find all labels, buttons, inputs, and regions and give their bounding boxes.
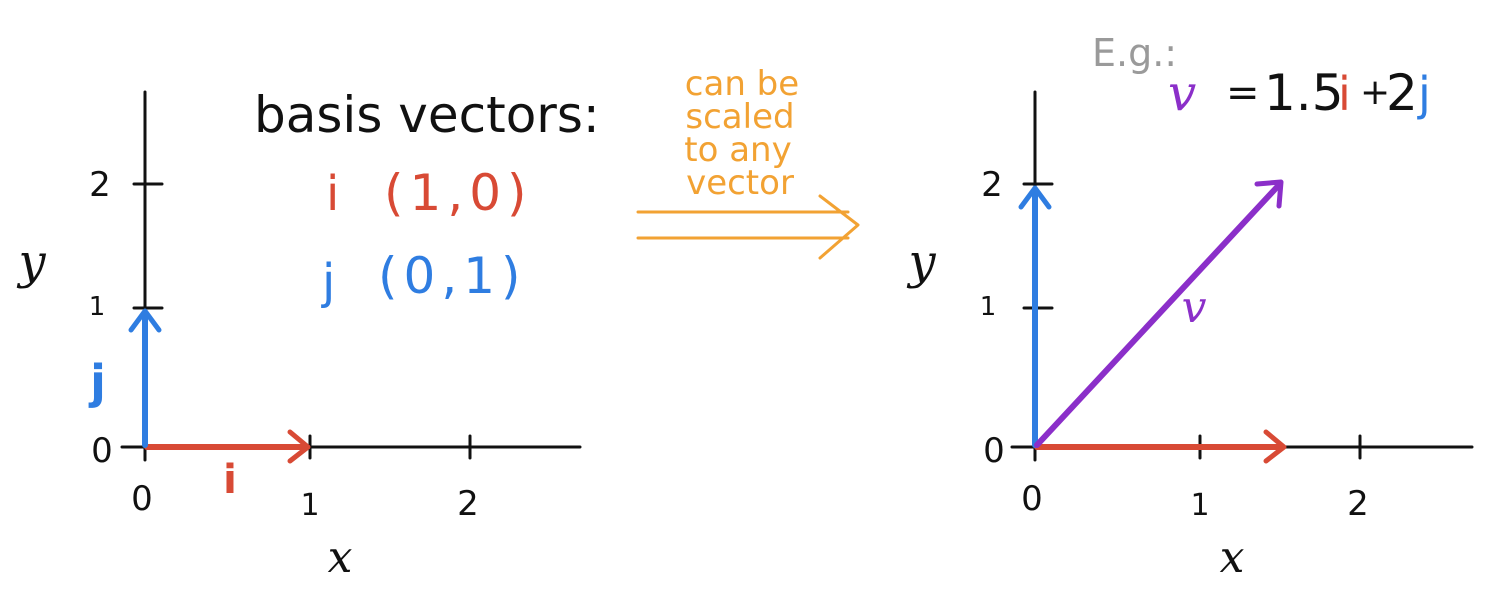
- left-y-tick-label-0: 0: [91, 431, 113, 471]
- example-coef-i: 1.5: [1264, 64, 1344, 122]
- left-i-label: i: [223, 457, 237, 503]
- transition-line-3: to any: [684, 130, 791, 170]
- right-y-tick-label-1: 1: [980, 292, 997, 322]
- left-x-axis-label: x: [328, 532, 353, 583]
- right-scaled-j-vector: [1018, 185, 1052, 448]
- right-x-tick-label-0: 0: [1021, 479, 1043, 519]
- basis-i-coords: (1,0): [384, 164, 533, 222]
- right-plot: 0 1 2 0 1 2 x y v: [906, 90, 1474, 583]
- right-v-vector: [1034, 179, 1284, 448]
- transition-line-2: scaled: [685, 97, 794, 137]
- example-j-symbol: j: [1417, 67, 1431, 121]
- left-x-tick-label-1: 1: [300, 488, 319, 523]
- example-v-symbol: v: [1168, 64, 1196, 122]
- transition-note: can be scaled to any vector: [636, 64, 860, 260]
- example-plus: +: [1360, 72, 1390, 113]
- basis-j-coords: (0,1): [378, 247, 527, 305]
- right-scaled-i-vector: [1034, 429, 1287, 464]
- example-equation: E.g.: v = 1.5 i + 2 j: [1092, 31, 1431, 122]
- left-j-vector: [128, 308, 162, 448]
- example-i-symbol: i: [1338, 67, 1351, 121]
- right-v-label: v: [1182, 282, 1207, 333]
- left-plot: 0 1 2 0 1 2 x y i j: [16, 90, 582, 583]
- basis-i-name: i: [326, 166, 339, 222]
- basis-heading: basis vectors:: [254, 86, 600, 144]
- right-x-axis-label: x: [1220, 532, 1245, 583]
- basis-vectors-note: basis vectors: i (1,0) j (0,1): [254, 86, 600, 310]
- double-arrow-icon: [636, 194, 860, 260]
- left-j-label: j: [88, 355, 106, 409]
- transition-line-1: can be: [685, 64, 799, 104]
- right-x-tick-label-1: 1: [1190, 488, 1209, 523]
- left-x-tick-label-2: 2: [457, 484, 479, 524]
- right-y-axis-label: y: [906, 234, 936, 290]
- example-prefix: E.g.:: [1092, 31, 1177, 75]
- left-i-vector: [144, 429, 311, 464]
- left-x-tick-label-0: 0: [131, 479, 153, 519]
- right-y-tick-label-2: 2: [981, 165, 1003, 205]
- example-equals: =: [1226, 70, 1260, 116]
- transition-line-4: vector: [686, 163, 794, 203]
- left-y-tick-label-1: 1: [89, 292, 106, 322]
- right-x-tick-label-2: 2: [1347, 484, 1369, 524]
- example-coef-j: 2: [1386, 64, 1418, 122]
- left-y-axis-label: y: [16, 234, 46, 290]
- right-y-tick-label-0: 0: [983, 431, 1005, 471]
- left-y-tick-label-2: 2: [89, 165, 111, 205]
- basis-j-name: j: [321, 254, 335, 310]
